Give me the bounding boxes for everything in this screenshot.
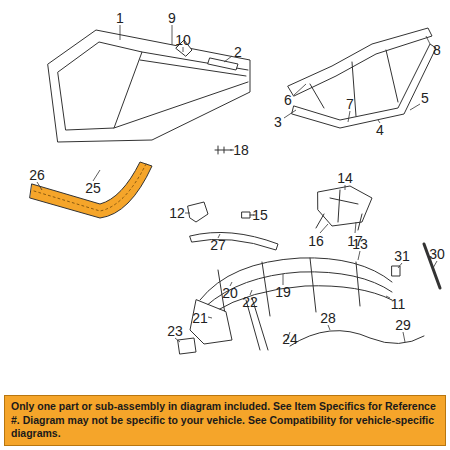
- callout-number: 22: [242, 295, 258, 309]
- highlighted-part: [30, 162, 152, 218]
- callout-number: 19: [275, 285, 291, 299]
- callout-number: 26: [29, 168, 45, 182]
- frame-bow-11: [214, 286, 392, 312]
- callout-number: 23: [167, 324, 183, 338]
- callout-number: 24: [282, 332, 298, 346]
- frame-bow-19: [206, 272, 392, 306]
- callout-number: 28: [320, 311, 336, 325]
- roof-seams: [114, 52, 248, 128]
- callout-number: 10: [175, 33, 191, 47]
- callout-number: 25: [85, 181, 101, 195]
- callout-number: 6: [284, 93, 292, 107]
- callout-number: 13: [352, 237, 368, 251]
- callout-number: 29: [395, 318, 411, 332]
- callout-number: 3: [274, 115, 282, 129]
- callout-number: 15: [252, 208, 268, 222]
- frame-rails: [218, 258, 360, 320]
- callout-number: 12: [169, 206, 185, 220]
- note-box: Only one part or sub-assembly in diagram…: [4, 395, 446, 446]
- callout-number: 4: [376, 123, 384, 137]
- callout-number: 2: [234, 45, 242, 59]
- stitching: [34, 164, 146, 211]
- callout-number: 31: [394, 249, 410, 263]
- callout-number: 27: [210, 238, 226, 252]
- callout-number: 20: [222, 286, 238, 300]
- callout-number: 8: [433, 43, 441, 57]
- callout-number: 7: [346, 97, 354, 111]
- bracket-23: [178, 338, 196, 354]
- callout-number: 11: [391, 297, 406, 311]
- callout-number: 18: [233, 143, 249, 157]
- rear-window: [58, 42, 142, 130]
- callout-number: 9: [168, 11, 176, 25]
- leader-lines: [37, 25, 437, 342]
- top-cover: [48, 30, 250, 142]
- latch-assembly-14: [318, 186, 372, 226]
- latch-18: [215, 146, 232, 154]
- bracket-12: [188, 202, 208, 222]
- note-text: Only one part or sub-assembly in diagram…: [11, 400, 439, 441]
- strip-2: [208, 58, 238, 70]
- weatherstrip-4: [292, 44, 436, 128]
- weatherstrip-links: [310, 50, 398, 116]
- callout-number: 14: [337, 171, 353, 185]
- callout-number: 21: [192, 311, 208, 325]
- side-rail-21: [190, 300, 232, 344]
- strip-27: [190, 232, 278, 250]
- callout-number: 1: [116, 11, 124, 25]
- clip-15: [242, 212, 254, 218]
- callout-number: 30: [429, 247, 445, 261]
- cable-28: [290, 331, 424, 346]
- latch-detail: [316, 190, 362, 230]
- callout-number: 16: [308, 234, 324, 248]
- callout-number: 5: [421, 91, 429, 105]
